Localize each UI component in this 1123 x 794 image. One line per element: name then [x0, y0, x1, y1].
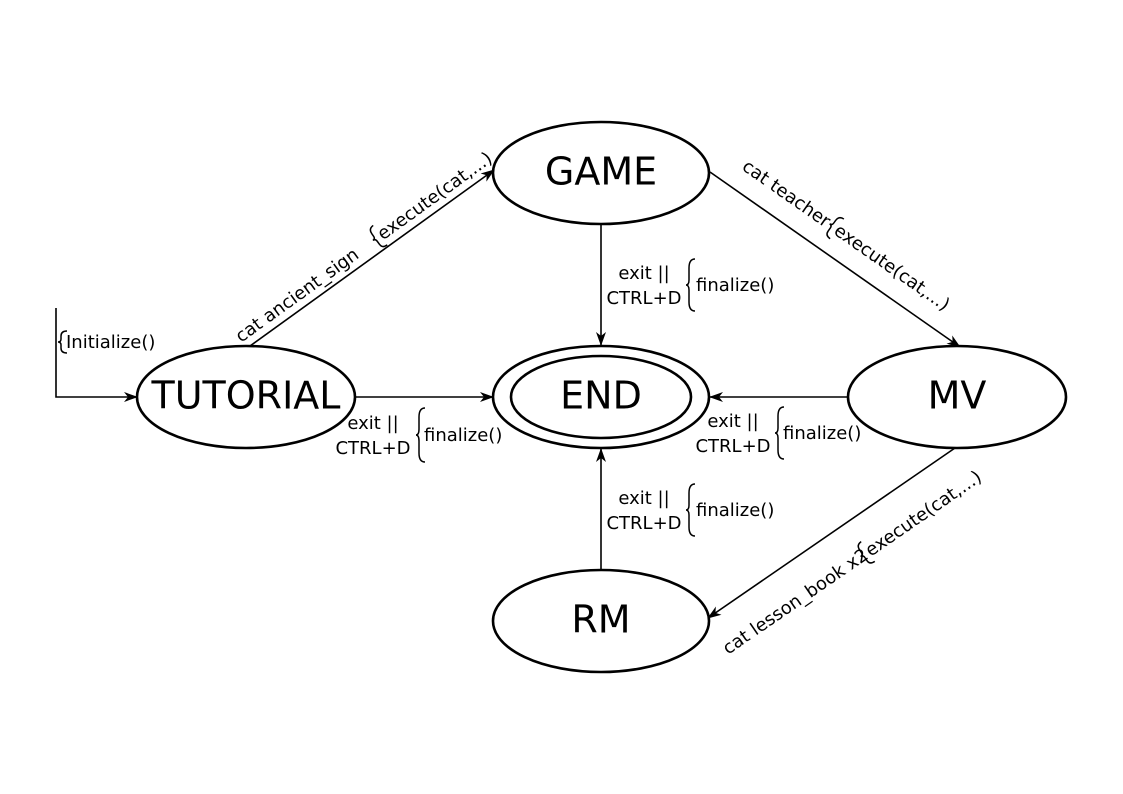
label-game-to-mv-trigger: cat teacher: [738, 156, 835, 232]
label-tutorial-to-end-line1: exit ||: [347, 413, 398, 434]
label-group-tutorial-to-game: cat ancient_sign execute(cat,...): [232, 148, 497, 347]
brace-game-to-end: [685, 258, 696, 312]
brace-mv-to-rm: [857, 540, 876, 564]
brace-game-to-mv: [826, 216, 845, 240]
label-tutorial-to-end-action: finalize(): [424, 425, 502, 446]
brace-tutorial-to-game: [369, 224, 388, 248]
label-rm-to-end-line2: CTRL+D: [606, 513, 681, 534]
label-mv-to-end-line1: exit ||: [707, 411, 758, 432]
node-end: END: [491, 344, 711, 450]
label-game-to-end-action: finalize(): [696, 275, 774, 296]
label-mv-to-rm-action: execute(cat,...): [862, 467, 986, 562]
brace-tutorial-to-end: [415, 407, 426, 463]
label-mv-to-end-action: finalize(): [783, 423, 861, 444]
label-tutorial-to-game-action: execute(cat,...): [374, 148, 497, 245]
edge-game-to-mv: [709, 171, 961, 348]
edge-start-to-tutorial: [55, 308, 138, 402]
label-rm-to-end-action: finalize(): [696, 500, 774, 521]
label-game-to-end-line2: CTRL+D: [606, 288, 681, 309]
edge-tutorial-to-game: [249, 169, 495, 347]
brace-initialize: [57, 330, 68, 354]
label-game-to-end-line1: exit ||: [618, 263, 669, 284]
node-label-rm: RM: [571, 598, 630, 642]
node-label-end: END: [560, 374, 642, 418]
label-mv-to-end-line2: CTRL+D: [695, 436, 770, 457]
label-initialize: Initialize(): [66, 332, 155, 353]
node-mv: MV: [846, 344, 1068, 450]
label-game-to-mv-action: execute(cat,...): [830, 220, 954, 315]
node-game: GAME: [491, 120, 711, 226]
node-tutorial: TUTORIAL: [135, 344, 357, 450]
label-mv-to-rm-trigger: cat lesson_book x2: [719, 545, 872, 660]
node-label-tutorial: TUTORIAL: [151, 374, 341, 418]
node-rm: RM: [491, 568, 711, 674]
edge-mv-to-rm: [707, 447, 956, 619]
brace-mv-to-end: [774, 406, 785, 460]
node-label-game: GAME: [545, 150, 657, 194]
node-label-mv: MV: [928, 374, 987, 418]
brace-rm-to-end: [685, 483, 696, 537]
label-rm-to-end-line1: exit ||: [618, 488, 669, 509]
label-tutorial-to-end-line2: CTRL+D: [335, 438, 410, 459]
label-group-mv-to-rm: cat lesson_book x2 execute(cat,...): [719, 467, 986, 660]
label-tutorial-to-game-trigger: cat ancient_sign: [232, 244, 363, 347]
